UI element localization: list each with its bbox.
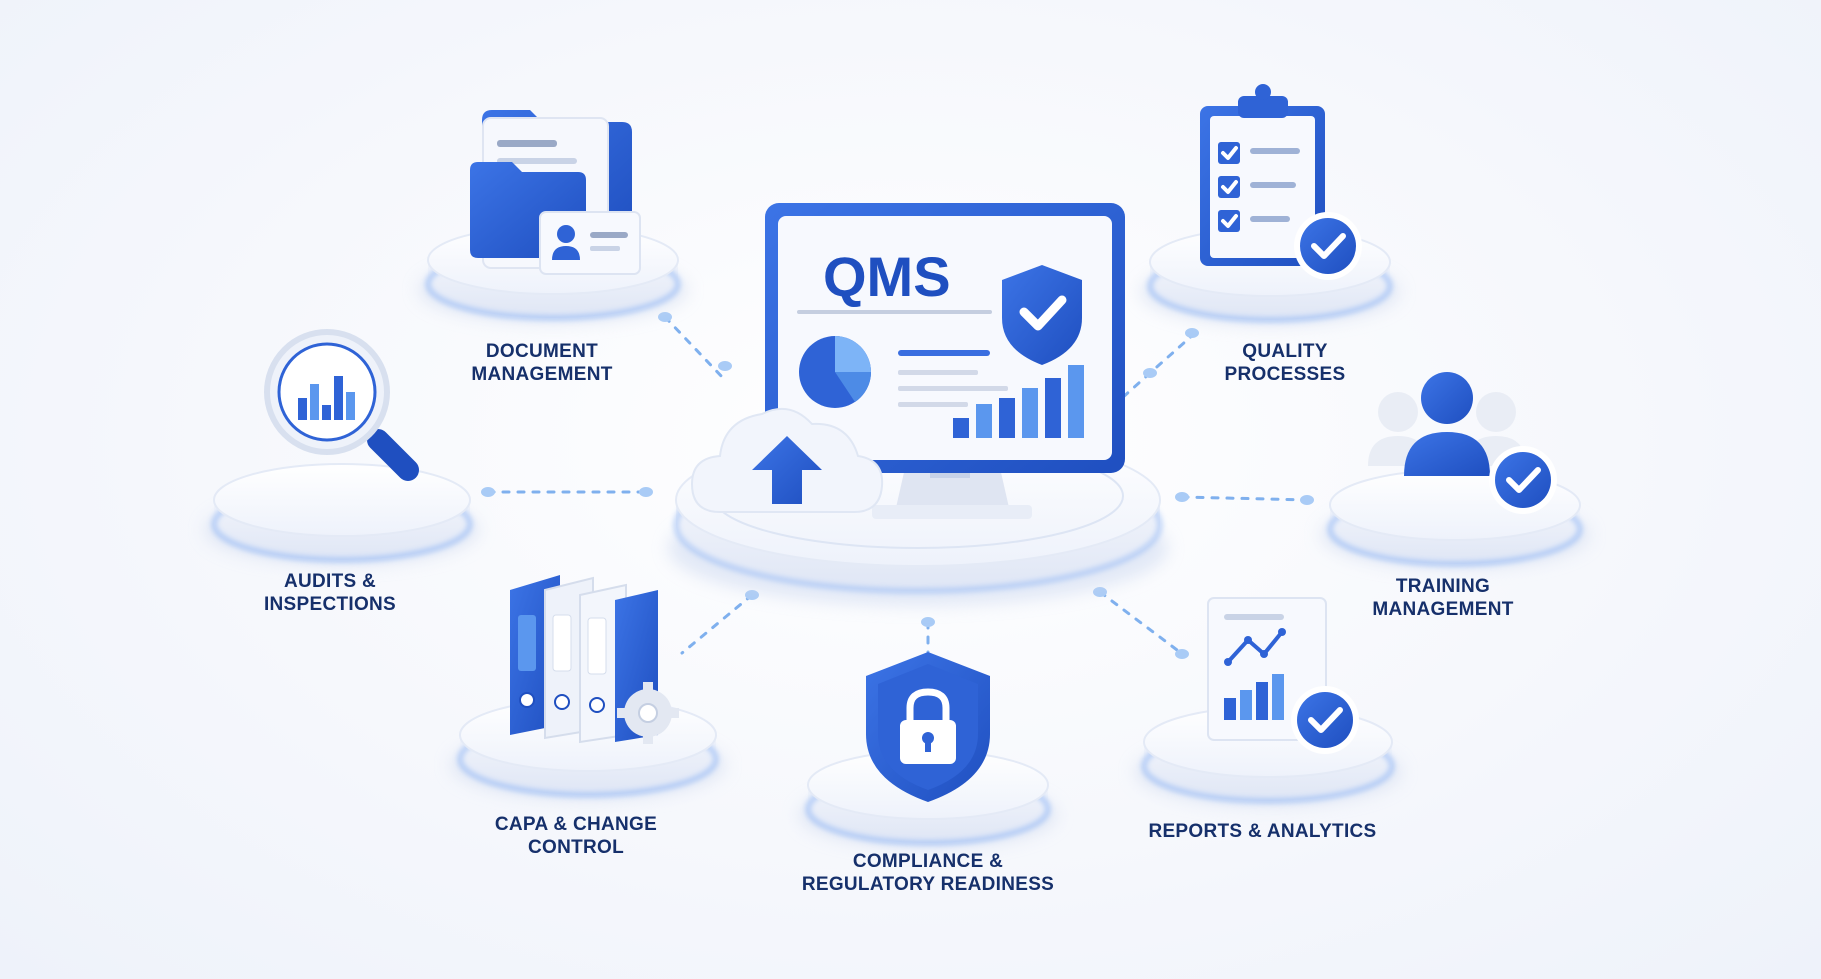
connector-reports — [1098, 590, 1187, 658]
team-check-icon — [1368, 372, 1557, 514]
clipboard-checklist-icon — [1200, 84, 1362, 280]
folder-documents-icon — [470, 110, 641, 275]
report-chart-check-icon — [1207, 597, 1359, 754]
binders-gear-icon — [510, 575, 679, 744]
pie-chart-icon — [799, 336, 872, 408]
connector-training — [1180, 495, 1312, 502]
platform-audits-inspections — [204, 463, 480, 566]
cloud-upload-icon — [690, 407, 884, 513]
connector-capa — [680, 593, 754, 655]
monitor-title: QMS — [823, 245, 951, 308]
platform-training-management — [1320, 469, 1590, 570]
bar-chart-icon — [953, 365, 1084, 438]
label-compliance-readiness: COMPLIANCE &REGULATORY READINESS — [801, 851, 1055, 895]
label-audits-inspections: AUDITS &INSPECTIONS — [263, 571, 397, 615]
qms-monitor-icon: QMS — [765, 203, 1125, 519]
shield-lock-icon — [866, 652, 990, 802]
magnifier-chart-icon — [264, 329, 419, 481]
connectors — [486, 315, 1312, 682]
connector-quality — [1120, 331, 1197, 400]
label-reports-analytics: REPORTS & ANALYTICS — [1148, 821, 1377, 842]
shield-check-icon — [1002, 265, 1082, 365]
connector-document — [663, 315, 727, 382]
platform-reports-analytics — [1134, 706, 1402, 807]
connector-dots — [481, 312, 1314, 659]
